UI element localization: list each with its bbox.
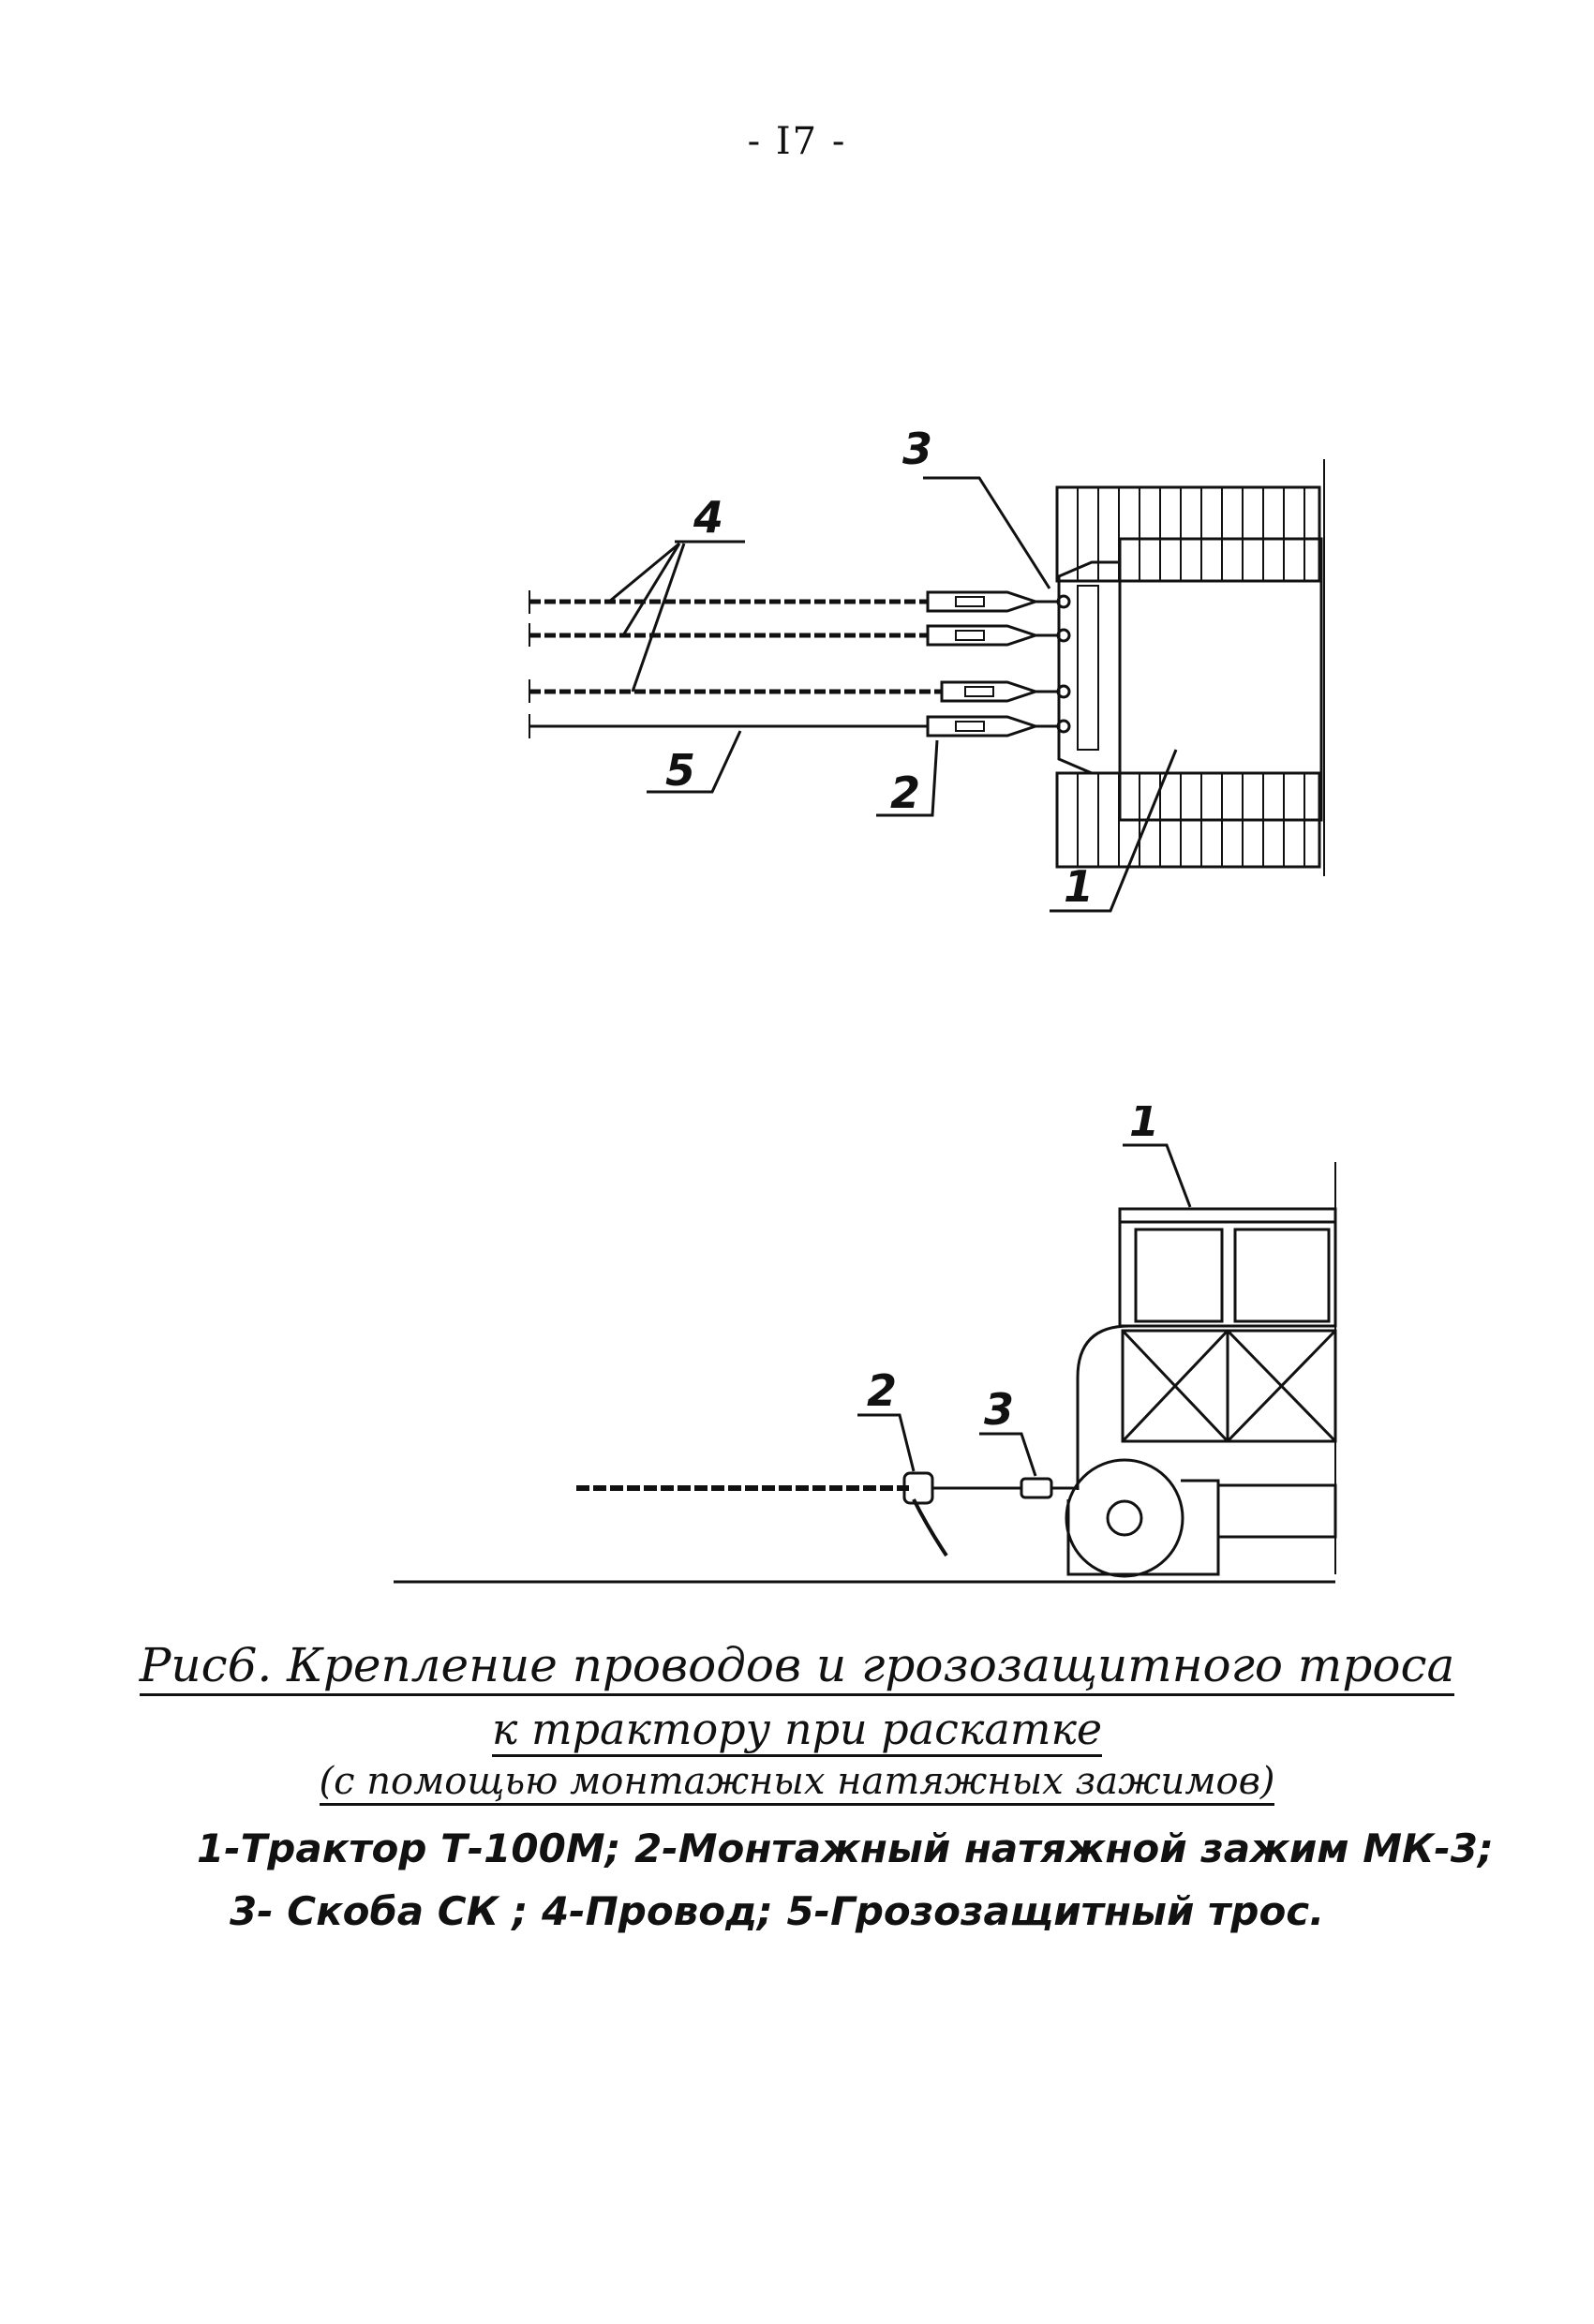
side-callout-tractor: 1 [1129,1106,1159,1146]
caption-title-line3-text: (с помощью монтажных натяжных зажимов) [319,1760,1275,1806]
tractor-cab [1118,1207,1337,1328]
tractor-track-top [1055,485,1321,583]
callout-tractor: 1 [1064,861,1094,912]
legend-line2: 3- Скоба СК ; 4-Провод; 5-Грозозащитный … [230,1888,1325,1934]
caption-title-line1-text: Рис6. Крепление проводов и грозозащитног… [139,1638,1455,1696]
caption-title-line2: к трактору при раскатке [0,1704,1594,1757]
figure-side-view: 1 2 3 [394,1106,1337,1584]
page-number: - I7 - [747,120,847,163]
callout-wire: 4 [693,492,723,543]
side-callout-bracket: 3 [984,1384,1014,1435]
caption-title-line3: (с помощью монтажных натяжных зажимов) [0,1760,1594,1806]
caption-title-line1: Рис6. Крепление проводов и грозозащитног… [0,1638,1594,1696]
callout-bracket: 3 [902,424,932,474]
wire-lines [529,599,942,728]
bracket-sk [1057,560,1122,775]
callout-clamp: 2 [890,767,920,818]
tractor-wheel [1065,1458,1337,1578]
figure-top-view: 3 4 5 2 1 [529,424,1325,913]
tractor-hood [1076,1324,1337,1490]
caption-title-line2-text: к трактору при раскатке [491,1705,1103,1757]
side-callout-clamp: 2 [867,1365,897,1416]
legend-line1: 1-Трактор Т-100М; 2-Монтажный натяжной з… [197,1825,1494,1871]
clamp-mk3 [926,590,1071,737]
callout-ground-wire: 5 [665,745,695,796]
side-bracket [1020,1477,1078,1499]
side-clamp [902,1471,948,1557]
